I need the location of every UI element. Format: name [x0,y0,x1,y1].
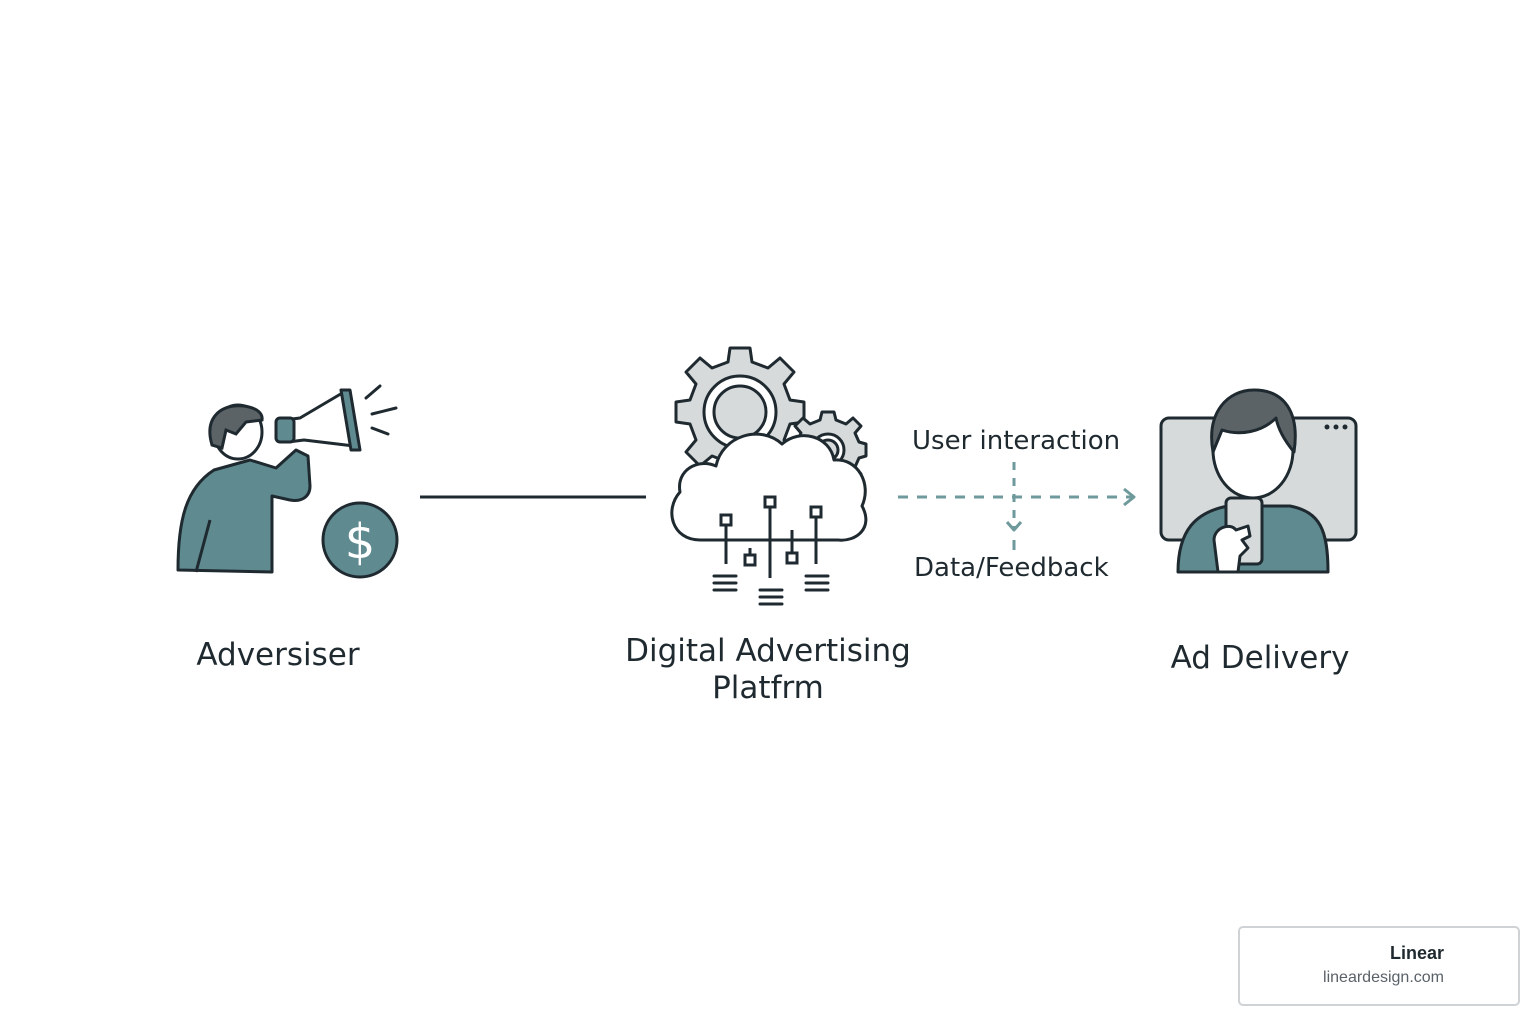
ad-delivery-label: Ad Delivery [1170,640,1350,676]
platform-label-line2: Platfrm [712,670,824,706]
badge-url: lineardesign.com [1323,969,1444,986]
advertiser-label: Adversiser [196,637,360,673]
data-feedback-dashed-arrow [1005,462,1023,550]
platform-label-line1: Digital Advertising [625,633,911,669]
person-with-phone-screen-icon [1159,388,1358,574]
person-with-megaphone-icon [176,384,398,574]
linear-badge: Linear lineardesign.com [1238,926,1520,1006]
data-feedback-label: Data/Feedback [914,553,1109,583]
user-interaction-label: User interaction [912,426,1121,456]
dollar-coin-icon: $ [321,501,399,579]
platform-delivery-dashed-arrow [898,487,1136,507]
svg-text:$: $ [345,514,376,570]
badge-brand-name: Linear [1389,943,1444,963]
cloud-gears-icon [670,346,868,606]
